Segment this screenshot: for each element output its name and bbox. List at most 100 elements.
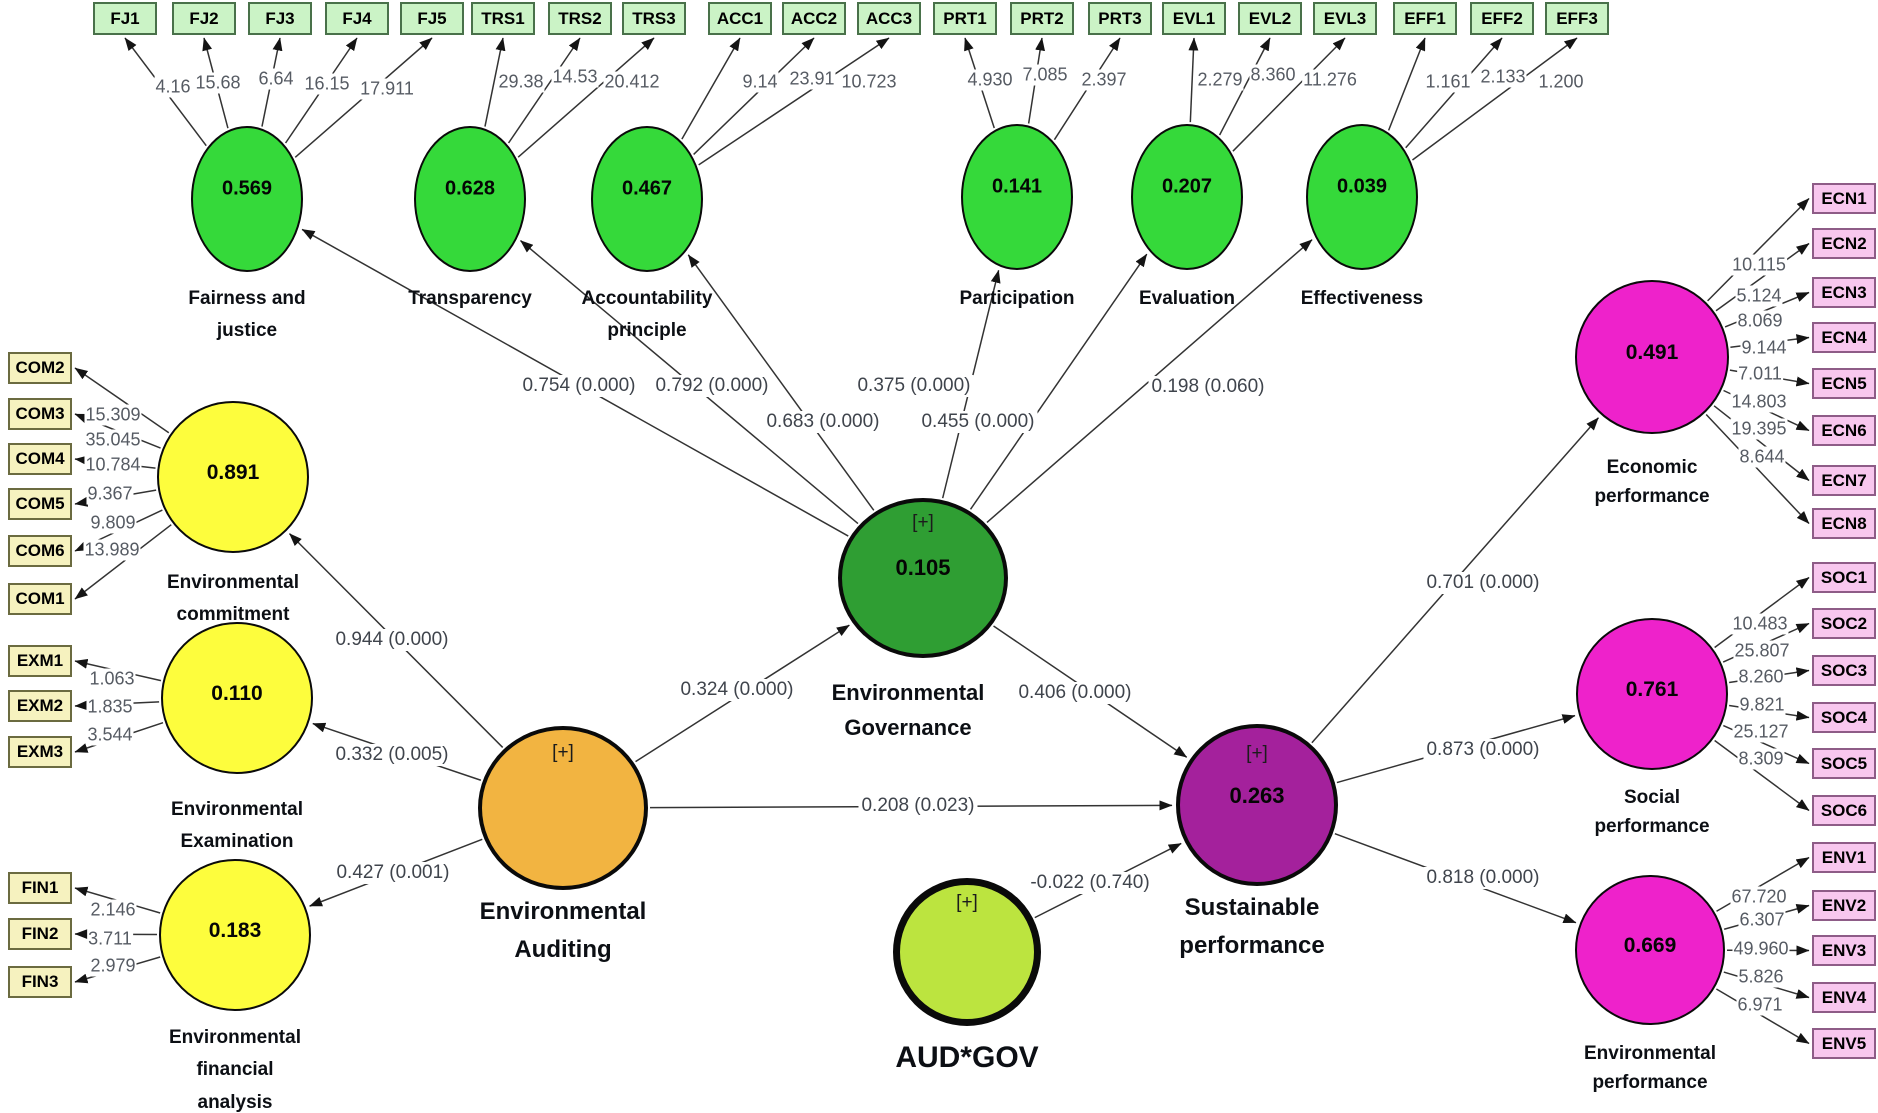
indicator-box-ECN3[interactable]: ECN3 bbox=[1812, 277, 1876, 308]
loading-value: 14.53 bbox=[551, 66, 599, 88]
indicator-box-ENV2[interactable]: ENV2 bbox=[1812, 890, 1876, 921]
indicator-box-COM6[interactable]: COM6 bbox=[8, 535, 72, 567]
loading-value: 10.723 bbox=[840, 71, 898, 93]
loading-value: 49.960 bbox=[1732, 938, 1790, 960]
construct-sustainable[interactable] bbox=[1176, 724, 1338, 886]
loading-value: 23.91 bbox=[788, 68, 836, 90]
indicator-box-EVL3[interactable]: EVL3 bbox=[1313, 2, 1377, 35]
loading-value: 19.395 bbox=[1730, 418, 1788, 440]
construct-label-fairness: Fairness and justice bbox=[188, 288, 306, 342]
indicator-box-COM1[interactable]: COM1 bbox=[8, 583, 72, 615]
loading-value: 9.367 bbox=[86, 483, 134, 505]
r-squared-value-evaluation: 0.207 bbox=[1161, 175, 1213, 198]
indicator-box-ENV3[interactable]: ENV3 bbox=[1812, 935, 1876, 966]
plus-badge-governance: [+] bbox=[912, 512, 934, 533]
indicator-box-EVL2[interactable]: EVL2 bbox=[1238, 2, 1302, 35]
construct-audgov[interactable] bbox=[893, 878, 1041, 1026]
construct-commitment[interactable] bbox=[157, 401, 309, 553]
construct-examination[interactable] bbox=[161, 622, 313, 774]
construct-governance[interactable] bbox=[838, 498, 1008, 658]
indicator-box-EFF1[interactable]: EFF1 bbox=[1393, 2, 1457, 35]
indicator-box-TRS3[interactable]: TRS3 bbox=[622, 2, 686, 35]
construct-social[interactable] bbox=[1576, 618, 1728, 770]
indicator-box-SOC4[interactable]: SOC4 bbox=[1812, 702, 1876, 733]
indicator-box-FJ1[interactable]: FJ1 bbox=[93, 2, 157, 35]
indicator-box-SOC6[interactable]: SOC6 bbox=[1812, 795, 1876, 826]
construct-effectiveness[interactable] bbox=[1306, 124, 1418, 270]
indicator-box-EXM1[interactable]: EXM1 bbox=[8, 645, 72, 677]
loading-value: 10.784 bbox=[84, 454, 142, 476]
construct-participation[interactable] bbox=[961, 124, 1073, 270]
construct-financial[interactable] bbox=[159, 859, 311, 1011]
indicator-box-ACC2[interactable]: ACC2 bbox=[782, 2, 846, 35]
indicator-box-EVL1[interactable]: EVL1 bbox=[1162, 2, 1226, 35]
construct-label-participation: Participation bbox=[959, 288, 1075, 309]
indicator-box-ACC3[interactable]: ACC3 bbox=[857, 2, 921, 35]
indicator-box-ENV4[interactable]: ENV4 bbox=[1812, 982, 1876, 1013]
indicator-box-EXM2[interactable]: EXM2 bbox=[8, 690, 72, 722]
construct-envperf[interactable] bbox=[1575, 875, 1725, 1025]
construct-label-auditing: Environmental Auditing bbox=[479, 898, 647, 964]
indicator-box-PRT3[interactable]: PRT3 bbox=[1088, 2, 1152, 35]
indicator-box-ENV5[interactable]: ENV5 bbox=[1812, 1028, 1876, 1059]
indicator-box-FIN3[interactable]: FIN3 bbox=[8, 966, 72, 998]
indicator-box-FJ2[interactable]: FJ2 bbox=[172, 2, 236, 35]
loading-value: 35.045 bbox=[84, 429, 142, 451]
loading-value: 25.127 bbox=[1732, 721, 1790, 743]
indicator-box-COM5[interactable]: COM5 bbox=[8, 488, 72, 520]
construct-transparency[interactable] bbox=[414, 126, 526, 272]
indicator-box-ECN7[interactable]: ECN7 bbox=[1812, 465, 1876, 496]
indicator-box-ECN8[interactable]: ECN8 bbox=[1812, 508, 1876, 539]
indicator-box-ECN1[interactable]: ECN1 bbox=[1812, 183, 1876, 214]
loading-arrow-commitment-COM1 bbox=[74, 524, 172, 600]
indicator-box-ECN6[interactable]: ECN6 bbox=[1812, 415, 1876, 446]
indicator-box-COM2[interactable]: COM2 bbox=[8, 352, 72, 384]
path-coefficient-governance-evaluation: 0.455 (0.000) bbox=[918, 411, 1038, 433]
loading-arrow-evaluation-EVL3 bbox=[1232, 37, 1346, 152]
indicator-box-EXM3[interactable]: EXM3 bbox=[8, 736, 72, 768]
path-coefficient-governance-sustainable: 0.406 (0.000) bbox=[1015, 682, 1135, 704]
loading-value: 25.807 bbox=[1733, 640, 1791, 662]
indicator-box-SOC2[interactable]: SOC2 bbox=[1812, 608, 1876, 639]
construct-accountability[interactable] bbox=[591, 126, 703, 272]
loading-value: 17.911 bbox=[359, 78, 415, 100]
construct-label-envperf: Environmental performance bbox=[1584, 1043, 1716, 1093]
r-squared-value-financial: 0.183 bbox=[208, 919, 262, 942]
construct-label-commitment: Environmental commitment bbox=[167, 572, 299, 626]
indicator-box-ACC1[interactable]: ACC1 bbox=[708, 2, 772, 35]
indicator-box-FIN2[interactable]: FIN2 bbox=[8, 918, 72, 950]
indicator-box-ECN2[interactable]: ECN2 bbox=[1812, 228, 1876, 259]
indicator-box-FJ3[interactable]: FJ3 bbox=[248, 2, 312, 35]
loading-value: 6.64 bbox=[257, 68, 295, 90]
construct-fairness[interactable] bbox=[191, 126, 303, 272]
loading-value: 9.821 bbox=[1738, 694, 1786, 716]
indicator-box-PRT1[interactable]: PRT1 bbox=[933, 2, 997, 35]
indicator-box-ECN4[interactable]: ECN4 bbox=[1812, 322, 1876, 353]
indicator-box-ECN5[interactable]: ECN5 bbox=[1812, 368, 1876, 399]
construct-economic[interactable] bbox=[1575, 280, 1729, 434]
indicator-box-SOC5[interactable]: SOC5 bbox=[1812, 748, 1876, 779]
loading-arrow-accountability-ACC2 bbox=[693, 37, 815, 155]
construct-evaluation[interactable] bbox=[1131, 124, 1243, 270]
construct-label-economic: Economic performance bbox=[1594, 457, 1710, 507]
indicator-box-COM4[interactable]: COM4 bbox=[8, 443, 72, 475]
construct-auditing[interactable] bbox=[478, 726, 648, 890]
indicator-box-SOC1[interactable]: SOC1 bbox=[1812, 562, 1876, 593]
indicator-box-PRT2[interactable]: PRT2 bbox=[1010, 2, 1074, 35]
indicator-box-FIN1[interactable]: FIN1 bbox=[8, 872, 72, 904]
loading-arrow-economic-ECN2 bbox=[1715, 242, 1810, 312]
loading-value: 6.307 bbox=[1738, 909, 1786, 931]
indicator-box-FJ4[interactable]: FJ4 bbox=[325, 2, 389, 35]
indicator-box-TRS1[interactable]: TRS1 bbox=[471, 2, 535, 35]
indicator-box-TRS2[interactable]: TRS2 bbox=[548, 2, 612, 35]
indicator-box-COM3[interactable]: COM3 bbox=[8, 398, 72, 430]
indicator-box-EFF2[interactable]: EFF2 bbox=[1470, 2, 1534, 35]
indicator-box-SOC3[interactable]: SOC3 bbox=[1812, 655, 1876, 686]
indicator-box-EFF3[interactable]: EFF3 bbox=[1545, 2, 1609, 35]
r-squared-value-participation: 0.141 bbox=[991, 175, 1043, 198]
construct-label-effectiveness: Effectiveness bbox=[1300, 288, 1424, 309]
indicator-box-ENV1[interactable]: ENV1 bbox=[1812, 842, 1876, 873]
loading-value: 1.063 bbox=[88, 668, 136, 690]
indicator-box-FJ5[interactable]: FJ5 bbox=[400, 2, 464, 35]
loading-arrow-evaluation-EVL1 bbox=[1188, 37, 1199, 123]
